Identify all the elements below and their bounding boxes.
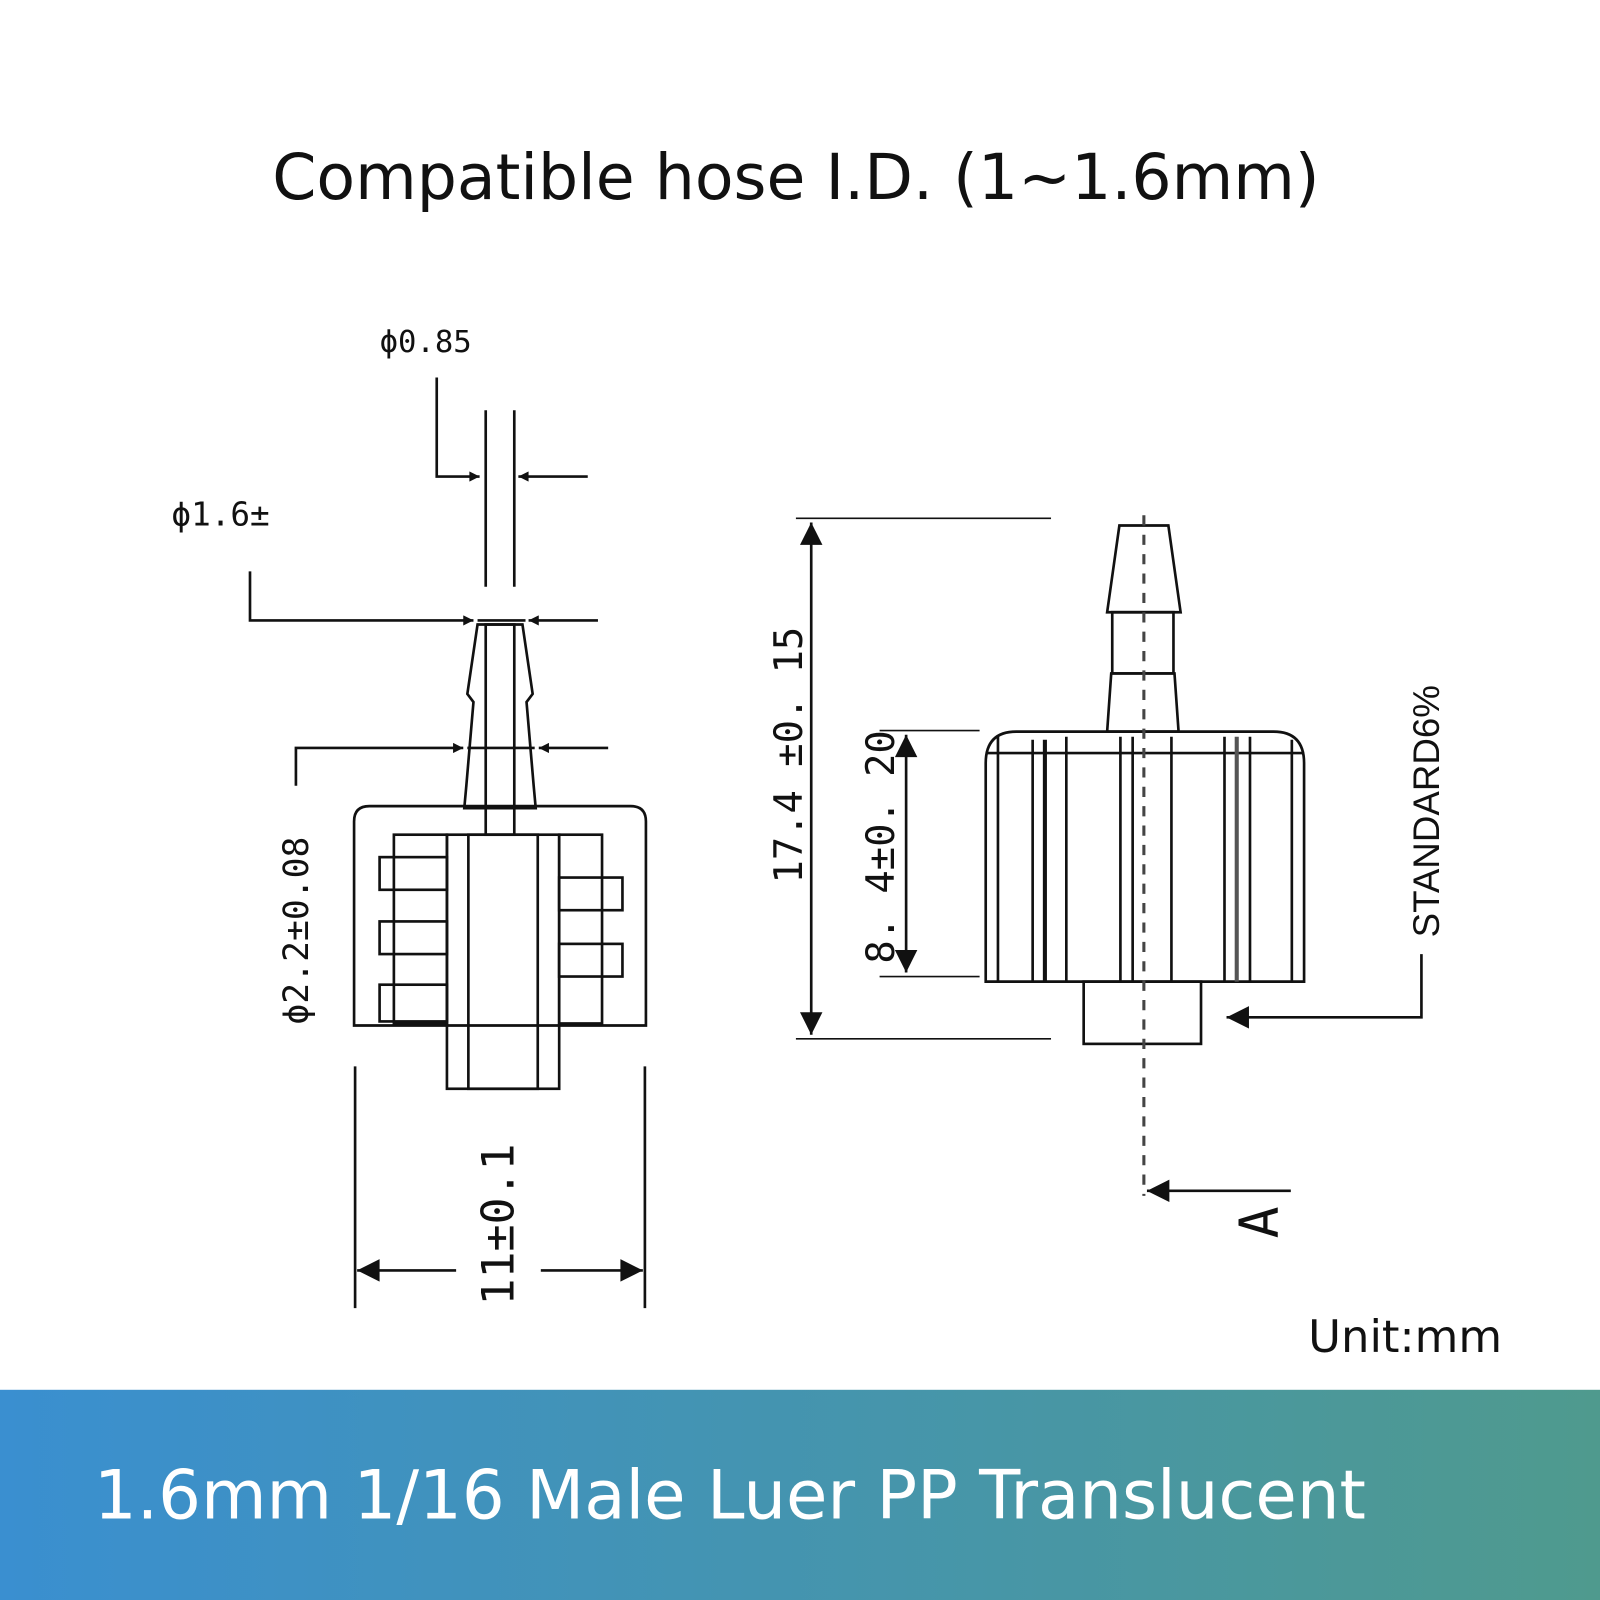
unit-label: Unit:mm — [1308, 1310, 1502, 1363]
section-view: ϕ0.85 ϕ1.6± ϕ2.2±0.08 — [171, 325, 648, 1309]
product-banner: 1.6mm 1/16 Male Luer PP Translucent — [0, 1389, 1600, 1600]
barb-diameter-label: ϕ2.2±0.08 — [277, 837, 317, 1025]
cap-height-label: 8. 4±0. 20 — [859, 730, 904, 963]
height-dimension-label: 17.4 ±0. 15 — [767, 627, 812, 884]
section-marker-label: A — [1229, 1206, 1291, 1238]
width-dimension-label: 11±0.1 — [471, 1143, 524, 1305]
bore-diameter-label: ϕ0.85 — [380, 325, 472, 360]
taper-standard-label: STANDARD6% — [1406, 685, 1447, 937]
page-title: Compatible hose I.D. (1~1.6mm) — [272, 140, 1319, 214]
side-view: 17.4 ±0. 15 8. 4±0. 20 A STANDARD6% — [767, 515, 1447, 1238]
product-name: 1.6mm 1/16 Male Luer PP Translucent — [94, 1455, 1366, 1534]
tip-diameter-label: ϕ1.6± — [171, 496, 269, 534]
